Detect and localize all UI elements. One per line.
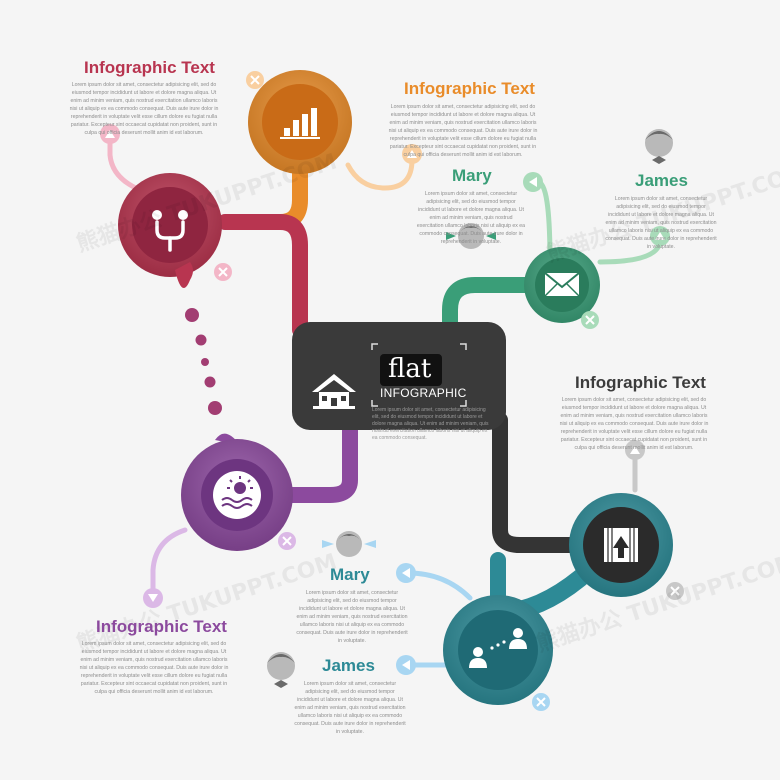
right-middle-title: Infographic Text xyxy=(575,373,706,392)
purple-callout-line xyxy=(150,527,188,593)
mary-top-text: Lorem ipsum dolor sit amet, consectetur … xyxy=(416,191,526,245)
close-icon xyxy=(218,267,228,277)
orange-callout-line xyxy=(345,157,415,191)
close-icon xyxy=(585,315,595,325)
green-pipe xyxy=(442,277,548,348)
red-node xyxy=(118,173,232,288)
avatar-mary-top xyxy=(446,223,496,249)
close-icon xyxy=(536,697,546,707)
close-icon xyxy=(250,75,260,85)
center-box xyxy=(292,322,506,430)
arrow-down-icon xyxy=(148,594,158,602)
close-icon xyxy=(282,536,292,546)
house-icon xyxy=(312,374,356,409)
james-top-text: Lorem ipsum dolor sit amet, consectetur … xyxy=(605,196,717,250)
center-text: Lorem ipsum dolor sit amet, consectetur … xyxy=(372,407,489,441)
red-callout-line xyxy=(107,137,143,193)
envelope-icon xyxy=(544,272,580,297)
top-right-title: Infographic Text xyxy=(404,79,535,98)
arrow-left-icon xyxy=(402,660,410,670)
center-title: flat xyxy=(388,354,432,384)
mary-bottom-text: Lorem ipsum dolor sit amet, consectetur … xyxy=(296,590,408,644)
teal-lower-inner xyxy=(458,610,538,690)
mary-bottom-title: Mary xyxy=(330,565,370,584)
close-icon xyxy=(670,586,680,596)
red-node-inner xyxy=(132,187,208,263)
people-chat-icon xyxy=(469,628,527,668)
teal-callout-line-2 xyxy=(405,570,473,601)
avatar-james-bottom xyxy=(267,652,295,688)
bar-chart-icon xyxy=(280,108,320,139)
teal-upper-node xyxy=(569,493,684,600)
red-node-drip xyxy=(175,262,193,288)
top-right-text: Lorem ipsum dolor sit amet, consectetur … xyxy=(388,104,538,158)
orange-node xyxy=(246,70,352,174)
arrow-up-icon xyxy=(105,130,115,138)
upload-arrow-icon xyxy=(604,528,638,562)
dotted-chain xyxy=(185,308,222,415)
callout-arrow-caps xyxy=(100,124,670,675)
top-left-text: Lorem ipsum dolor sit amet, consectetur … xyxy=(69,82,219,136)
teal-lower-node xyxy=(443,595,553,711)
center-title-bg xyxy=(380,354,442,386)
top-left-title: Infographic Text xyxy=(84,58,215,77)
purple-pipe xyxy=(277,422,358,503)
bottom-left-text: Lorem ipsum dolor sit amet, consectetur … xyxy=(79,641,229,695)
arrow-left-icon xyxy=(529,177,537,187)
avatar-james-top xyxy=(645,129,673,164)
james-top-title: James xyxy=(635,171,688,190)
arrow-left-icon xyxy=(402,568,410,578)
arrow-up-icon xyxy=(407,150,417,158)
route-pins-icon xyxy=(152,210,188,252)
arrow-up-icon xyxy=(630,446,640,454)
center-subtitle: INFOGRAPHIC xyxy=(380,386,467,400)
purple-node-inner xyxy=(213,471,261,519)
bottom-left-title: Infographic Text xyxy=(96,617,227,636)
purple-node xyxy=(181,433,296,551)
red-pipe xyxy=(217,214,308,338)
dark-pipe xyxy=(492,412,598,553)
james-bottom-title: James xyxy=(322,656,375,675)
avatar-mary-bottom xyxy=(322,531,376,557)
weather-icon xyxy=(221,476,253,509)
arrow-up-icon xyxy=(655,232,665,240)
green-node xyxy=(524,247,600,329)
orange-node-inner xyxy=(262,84,338,160)
mary-top-title: Mary xyxy=(452,166,492,185)
james-bottom-text: Lorem ipsum dolor sit amet, consectetur … xyxy=(294,681,406,735)
right-middle-text: Lorem ipsum dolor sit amet, consectetur … xyxy=(559,397,709,451)
center-frame-corner xyxy=(371,343,467,407)
